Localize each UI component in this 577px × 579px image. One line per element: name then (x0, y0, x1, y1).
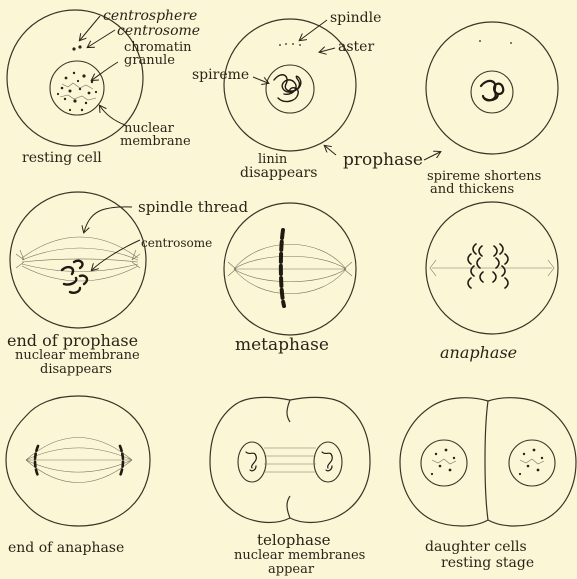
early-prophase-figure (224, 19, 356, 151)
label-centrosome-2: centrosome (141, 236, 212, 250)
label-membrane: membrane (120, 134, 191, 149)
label-disappears: disappears (40, 362, 112, 377)
telophase-figure (210, 397, 370, 522)
label-prophase: prophase (343, 150, 423, 170)
anaphase-chromosomes (468, 244, 508, 288)
late-prophase-figure (426, 22, 558, 154)
label-spindle-thread: spindle thread (138, 198, 248, 216)
daughter-nucleus-left (421, 440, 467, 486)
label-nuclear-membranes: nuclear membranes (234, 548, 365, 563)
label-nuclear-membrane: nuclear membrane (15, 348, 140, 363)
metaphase-spindle (228, 244, 352, 294)
label-aster: aster (338, 39, 374, 55)
nucleus (471, 71, 513, 113)
label-centrosome: centrosome (117, 23, 200, 39)
label-centrosphere: centrosphere (103, 8, 197, 24)
end-anaphase-spindle (26, 438, 132, 483)
end-prophase-figure (10, 192, 146, 328)
cell-membrane (400, 398, 576, 526)
daughter-nucleus-left (238, 442, 266, 482)
label-daughter-cells: daughter cells (425, 539, 527, 555)
label-end-of-anaphase: end of anaphase (8, 540, 124, 556)
nucleus (50, 61, 104, 115)
label-telophase: telophase (257, 531, 331, 549)
label-spireme: spireme (192, 67, 249, 83)
daughter-nucleus-right (509, 440, 555, 486)
label-appear: appear (268, 562, 315, 577)
label-spindle: spindle (330, 10, 381, 26)
label-resting-cell: resting cell (22, 150, 102, 166)
cell-membrane (426, 22, 558, 154)
spindle-threads (16, 237, 140, 281)
chromatin-granules (57, 72, 97, 111)
end-anaphase-figure (6, 396, 150, 526)
daughter-cells-figure (400, 398, 576, 526)
centrosome-dot (78, 45, 81, 48)
label-and-thickens: and thickens (430, 182, 514, 197)
cell-membrane (224, 19, 356, 151)
anaphase-figure (426, 202, 558, 334)
daughter-nucleus-right (314, 442, 342, 482)
label-anaphase: anaphase (440, 343, 517, 362)
metaphase-figure (224, 203, 356, 335)
label-resting-stage: resting stage (441, 555, 534, 571)
centrosome-dot (72, 47, 75, 50)
label-metaphase: metaphase (235, 335, 329, 355)
label-granule: granule (124, 53, 175, 68)
daughter-chromatin (431, 449, 544, 476)
cell-membrane (210, 397, 370, 522)
label-linin-disappears: disappears (240, 165, 317, 181)
